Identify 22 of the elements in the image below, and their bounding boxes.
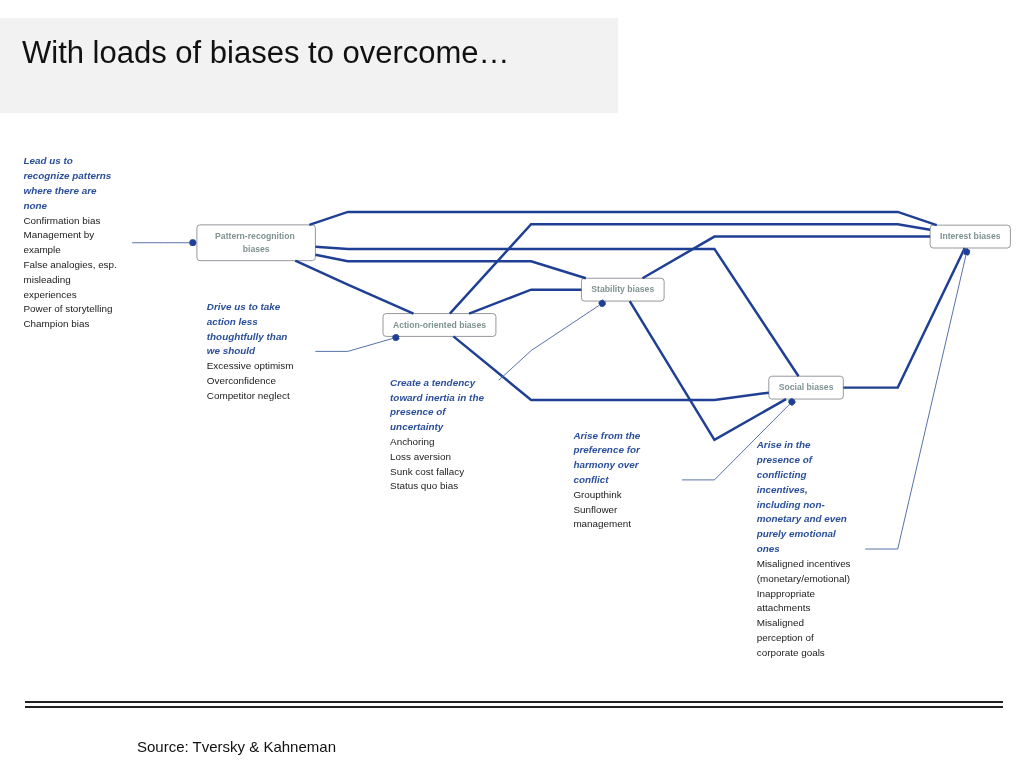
- connector-line: [294, 259, 414, 315]
- bias-description: Drive us to take action less thoughtfully than we should Excessive optimism Overconfidence Competitor neglect: [206, 301, 294, 401]
- bias-description: Arise in the presence of conflicting incentives, including non-monetary and even purely emotional ones Misaligned incentives (monetary/emotional) Inappropriate attachments Misaligned perception of corporate goals: [756, 439, 851, 658]
- connector-line: [641, 235, 931, 280]
- connector-line: [628, 300, 787, 442]
- bias-description: Create a tendency toward inertia in the presence of uncertainty Anchoring Loss aversion Sunk cost fallacy Status quo bias: [390, 377, 484, 492]
- bias-card: Action-oriented biases: [382, 313, 497, 337]
- connector-line: [315, 253, 587, 280]
- connector-line: [843, 247, 966, 389]
- bias-description: Lead us to recognize patterns where there are none Confirmation bias Management by example False analogies, esp. misleading experiences Power of storytelling Champion bias: [23, 155, 117, 330]
- source-note: Source: Tversky & Kahneman: [137, 738, 336, 755]
- connector-line: [308, 210, 938, 227]
- connector-line: [448, 223, 931, 315]
- slide-title: With loads of biases to overcome…: [0, 18, 618, 113]
- bias-card: Interest biases: [929, 224, 1011, 249]
- bias-card: Stability biases: [580, 277, 665, 302]
- bias-description: Arise from the preference for harmony over conflict Groupthink Sunflower management: [573, 429, 641, 530]
- bias-card: Social biases: [768, 375, 844, 400]
- connector-line: [468, 288, 582, 315]
- connector-line: [315, 245, 800, 377]
- bias-card: Pattern-recognition biases: [196, 224, 316, 262]
- connector-line: [452, 335, 769, 402]
